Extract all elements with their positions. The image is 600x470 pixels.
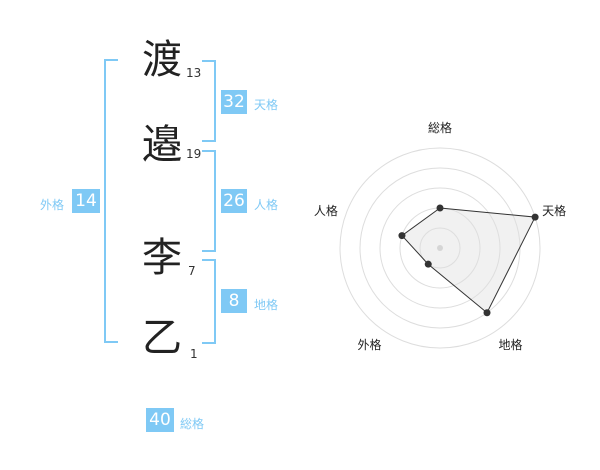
radar-axis-label-1: 天格 bbox=[542, 203, 566, 218]
jinkaku-value: 26 bbox=[221, 189, 247, 213]
jinkaku-bracket bbox=[202, 150, 216, 252]
radar-points bbox=[398, 204, 539, 317]
radar-point-4 bbox=[398, 232, 406, 240]
name-char-3: 李 bbox=[142, 235, 182, 281]
radar-center bbox=[437, 245, 443, 251]
chikaku-label: 地格 bbox=[254, 298, 279, 312]
stroke-count-2: 19 bbox=[186, 147, 202, 161]
gaikaku-value: 14 bbox=[72, 189, 100, 213]
gaikaku-label: 外格 bbox=[40, 198, 65, 212]
soukaku-value: 40 bbox=[146, 408, 174, 432]
name-char-2: 邉 bbox=[142, 122, 182, 168]
radar-ring-3 bbox=[379, 187, 501, 309]
radar-axis-label-0: 総格 bbox=[428, 120, 452, 135]
soukaku-label: 総格 bbox=[180, 417, 205, 431]
name-char-4: 乙 bbox=[142, 315, 182, 361]
tenkaku-label: 天格 bbox=[254, 98, 279, 112]
stroke-count-4: 1 bbox=[190, 347, 198, 361]
radar-ring-1 bbox=[419, 227, 461, 269]
radar-axis-label-4: 人格 bbox=[314, 203, 338, 218]
name-char-1: 渡 bbox=[142, 37, 182, 83]
radar-point-3 bbox=[424, 260, 432, 268]
radar-point-0 bbox=[436, 204, 444, 212]
stroke-count-3: 7 bbox=[188, 264, 196, 278]
chikaku-bracket bbox=[202, 259, 216, 344]
radar-point-2 bbox=[483, 309, 491, 317]
gaikaku-bracket bbox=[104, 59, 118, 343]
chikaku-value: 8 bbox=[221, 289, 247, 313]
radar-axis-label-2: 地格 bbox=[499, 337, 523, 352]
stroke-count-1: 13 bbox=[186, 66, 202, 80]
radar-area bbox=[401, 207, 536, 314]
radar-ring-5 bbox=[339, 147, 541, 349]
tenkaku-bracket bbox=[202, 60, 216, 142]
tenkaku-value: 32 bbox=[221, 90, 247, 114]
radar-point-1 bbox=[531, 213, 539, 221]
radar-axis-label-3: 外格 bbox=[357, 337, 381, 352]
jinkaku-label: 人格 bbox=[254, 198, 279, 212]
